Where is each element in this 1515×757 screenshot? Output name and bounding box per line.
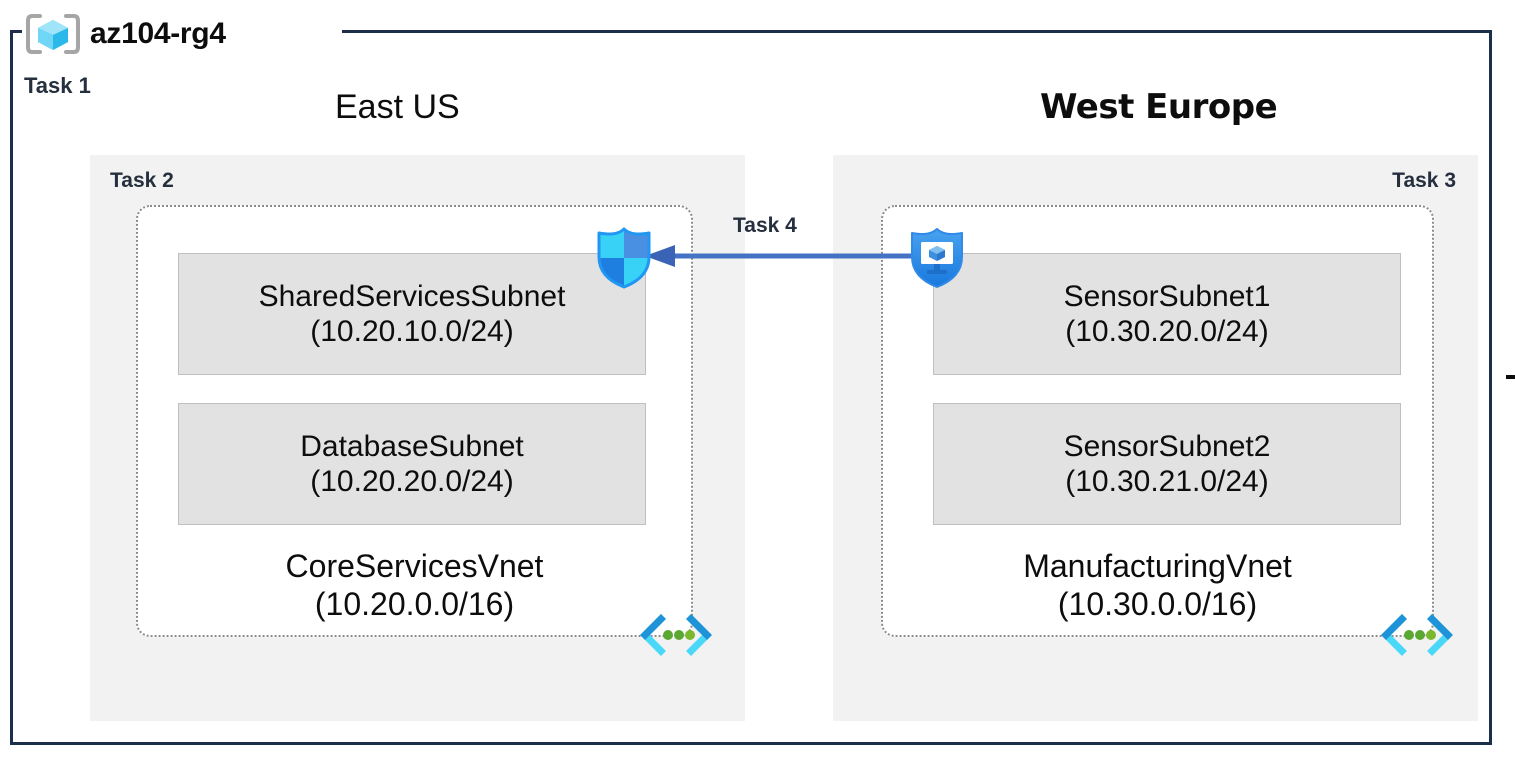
vnet-caption-manufacturingvnet: ManufacturingVnet (10.30.0.0/16) [883,547,1432,624]
vnet-caption-coreservicesvnet: CoreServicesVnet (10.20.0.0/16) [138,547,691,624]
resource-group-border [10,30,1492,745]
subnet-cidr: (10.30.21.0/24) [1065,465,1269,498]
subnet-name: DatabaseSubnet [300,429,524,463]
region-label-west-europe: West Europe [1040,87,1278,127]
task-4-label: Task 4 [733,214,797,237]
peering-arrow-icon [645,243,930,269]
resource-group-header-notch [22,18,342,48]
resource-group-name: az104-rg4 [90,17,226,50]
subnet-name: SharedServicesSubnet [258,279,566,313]
subnet-box-sensorsubnet1: SensorSubnet1 (10.30.20.0/24) [933,253,1401,375]
firewall-shield-icon [595,227,653,289]
resource-group-cube-icon [24,12,82,56]
vnet-box-coreservicesvnet: SharedServicesSubnet (10.20.10.0/24) Dat… [136,205,712,656]
vnet-cidr: (10.30.0.0/16) [1057,586,1258,623]
vnet-icon [639,611,713,659]
bastion-shield-icon [908,227,966,289]
region-box-west-europe: Task 3 SensorSubnet1 (10.30.20.0/24) Sen… [833,155,1478,721]
subnet-box-databasesubnet: DatabaseSubnet (10.20.20.0/24) [178,403,646,525]
edge-mark [1506,375,1515,379]
subnet-box-sharedservicessubnet: SharedServicesSubnet (10.20.10.0/24) [178,253,646,375]
region-label-east-us: East US [335,88,460,126]
vnet-box-manufacturingvnet: SensorSubnet1 (10.30.20.0/24) SensorSubn… [881,205,1453,656]
subnet-name: SensorSubnet1 [1063,279,1271,313]
vnet-name: ManufacturingVnet [1023,548,1292,584]
vnet-cidr: (10.20.0.0/16) [314,586,515,623]
subnet-name: SensorSubnet2 [1063,429,1271,463]
vnet-icon [1380,611,1454,659]
subnet-cidr: (10.20.10.0/24) [310,315,514,348]
subnet-cidr: (10.20.20.0/24) [310,465,514,498]
vnet-name: CoreServicesVnet [285,548,544,584]
subnet-cidr: (10.30.20.0/24) [1065,315,1269,348]
task-3-label: Task 3 [1392,169,1456,192]
task-2-label: Task 2 [110,169,174,192]
resource-group-header: az104-rg4 [24,12,226,56]
task-1-label: Task 1 [24,73,91,98]
subnet-box-sensorsubnet2: SensorSubnet2 (10.30.21.0/24) [933,403,1401,525]
